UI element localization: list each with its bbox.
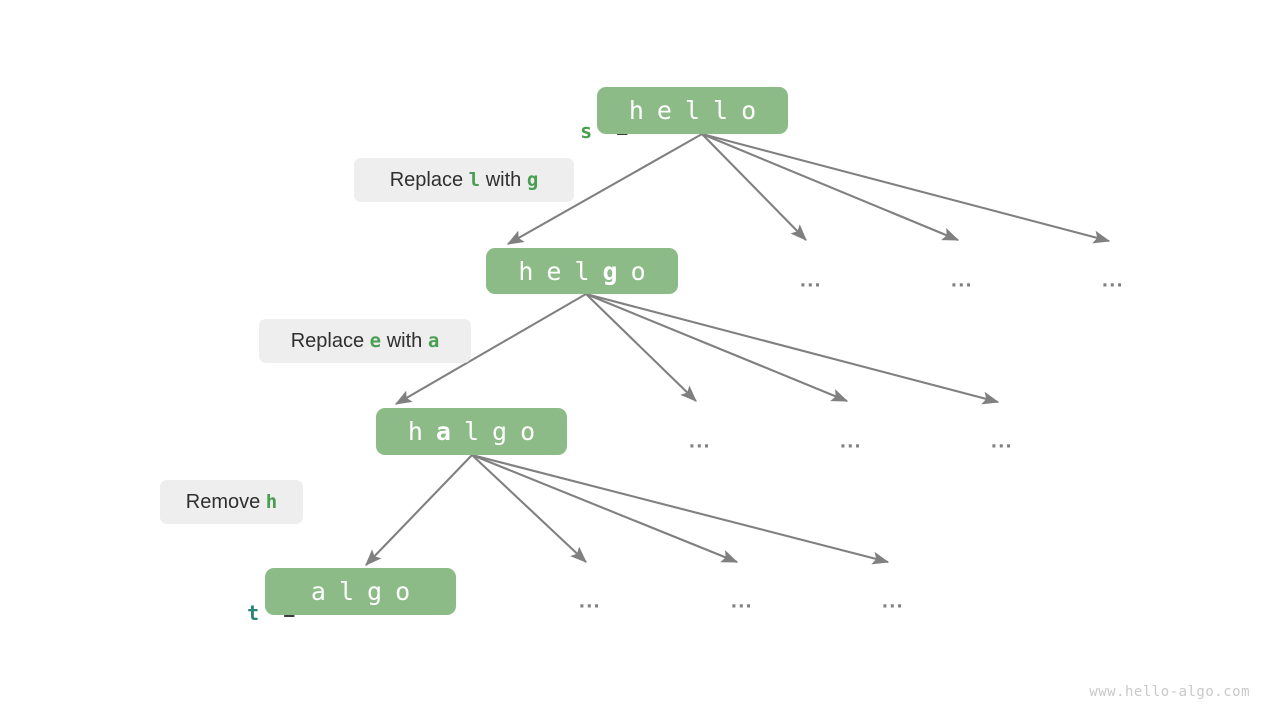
- char-h: h: [518, 256, 547, 286]
- char-l2: l: [713, 96, 742, 125]
- string-node-algo: algo: [265, 568, 456, 615]
- arrow-0-3: [701, 132, 1111, 244]
- operation-from-char: h: [265, 491, 278, 513]
- variable-name-s: s: [580, 119, 593, 143]
- operation-to-char: g: [526, 169, 539, 191]
- ellipsis-2-0: ...: [578, 589, 602, 613]
- arrow-2-0: [365, 454, 473, 566]
- watermark: www.hello-algo.com: [1089, 684, 1250, 700]
- char-e: e: [546, 256, 575, 286]
- string-node-hello-text: hello: [616, 98, 769, 123]
- string-node-halgo-text: halgo: [395, 419, 548, 444]
- char-a-highlighted: a: [435, 417, 464, 446]
- char-l: l: [338, 577, 367, 606]
- operation-middle: with: [386, 329, 423, 352]
- string-node-hello: hello: [597, 87, 788, 134]
- string-node-helgo-text: helgo: [505, 259, 658, 284]
- ellipsis-2-1: ...: [730, 589, 754, 613]
- operation-from-char: l: [468, 169, 481, 191]
- arrow-2-3: [471, 453, 890, 565]
- ellipsis-0-0: ...: [799, 268, 823, 292]
- char-h: h: [628, 96, 657, 125]
- arrow-0-2: [701, 133, 960, 241]
- ellipsis-1-0: ...: [688, 429, 712, 453]
- operation-chip-remove-h: Remove h: [160, 480, 303, 524]
- operation-verb: Remove: [185, 490, 261, 513]
- string-node-halgo: halgo: [376, 408, 567, 455]
- arrow-2-2: [471, 454, 739, 563]
- operation-middle: with: [485, 168, 522, 191]
- char-h: h: [407, 417, 436, 446]
- char-o: o: [520, 417, 549, 446]
- ellipsis-1-2: ...: [990, 429, 1014, 453]
- char-o: o: [741, 96, 770, 125]
- operation-from-char: e: [369, 330, 382, 352]
- string-node-algo-text: algo: [298, 579, 423, 604]
- operation-verb: Replace: [389, 168, 464, 191]
- operation-chip-replace-e-with-a: Replace e with a: [259, 319, 471, 363]
- variable-name-t: t: [247, 601, 260, 625]
- operation-to-char: a: [427, 330, 440, 352]
- arrow-1-2: [585, 293, 849, 402]
- char-l1: l: [684, 96, 714, 125]
- char-e: e: [656, 96, 685, 125]
- ellipsis-1-1: ...: [839, 429, 863, 453]
- arrow-1-1: [585, 293, 697, 402]
- char-l: l: [463, 417, 493, 446]
- char-a: a: [310, 577, 339, 606]
- char-l: l: [574, 256, 603, 286]
- operation-chip-replace-l-with-g: Replace l with g: [354, 158, 574, 202]
- ellipsis-0-2: ...: [1101, 268, 1125, 292]
- char-g-highlighted: g: [602, 256, 631, 286]
- char-o: o: [395, 577, 424, 606]
- arrow-0-1: [701, 133, 807, 241]
- char-g: g: [367, 577, 396, 606]
- ellipsis-0-1: ...: [950, 268, 974, 292]
- arrow-1-3: [585, 292, 1000, 405]
- operation-verb: Replace: [290, 329, 365, 352]
- ellipsis-2-2: ...: [881, 589, 905, 613]
- char-g: g: [492, 417, 521, 446]
- string-node-helgo: helgo: [486, 248, 678, 294]
- arrow-2-1: [471, 454, 587, 563]
- char-o: o: [630, 256, 659, 286]
